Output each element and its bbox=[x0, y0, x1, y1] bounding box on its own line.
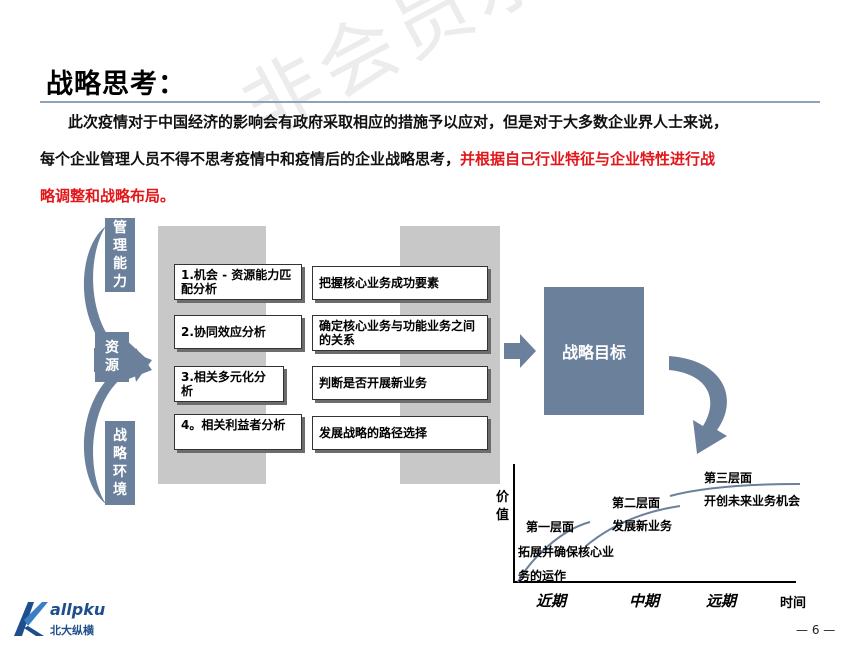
level-2-name: 第二层面 bbox=[612, 496, 661, 510]
paragraph-line-1: 此次疫情对于中国经济的影响会有政府采取相应的措施予以应对，但是对于大多数企业界人… bbox=[68, 113, 729, 131]
level-3-desc: 开创未来业务机会 bbox=[704, 494, 801, 508]
watermark: 非会员水印 bbox=[228, 0, 642, 156]
step-4-label: 4。相关利益者分析 bbox=[174, 414, 302, 450]
x-tick-mid: 中期 bbox=[629, 592, 660, 610]
strategy-goal-box: 战略目标 bbox=[544, 287, 644, 415]
title-divider bbox=[40, 101, 820, 103]
y-axis-label: 价值 bbox=[496, 490, 510, 523]
step-3-result: 判断是否开展新业务 bbox=[312, 366, 488, 400]
paragraph-line-2-highlight: 并根据自己行业特征与企业特性进行战 bbox=[460, 150, 716, 168]
paragraph-line-3: 略调整和战略布局。 bbox=[40, 187, 176, 205]
paragraph-line-2: 每个企业管理人员不得不思考疫情中和疫情后的企业战略思考，并根据自己行业特征与企业… bbox=[40, 148, 715, 169]
level-3-name: 第三层面 bbox=[704, 471, 753, 485]
level-2-desc: 发展新业务 bbox=[612, 519, 673, 533]
label-strategic-environment-text: 战略环境 bbox=[113, 428, 127, 498]
paragraph-line-2-text: 每个企业管理人员不得不思考疫情中和疫情后的企业战略思考， bbox=[40, 150, 461, 168]
level-1-name: 第一层面 bbox=[526, 520, 575, 534]
x-axis-label: 时间 bbox=[780, 596, 807, 611]
label-management-capability: 管理能力 bbox=[105, 218, 135, 292]
label-resources: 资源 bbox=[95, 332, 129, 382]
level-2-curve bbox=[585, 505, 681, 547]
level-1-curve bbox=[517, 521, 591, 583]
label-resources-text: 资源 bbox=[105, 340, 119, 374]
label-strategic-environment: 战略环境 bbox=[105, 421, 135, 505]
value-chart bbox=[513, 464, 801, 583]
logo-icon bbox=[14, 602, 48, 636]
curved-arrow-shape bbox=[669, 356, 727, 454]
arrow-shape bbox=[504, 334, 536, 368]
step-2-result: 确定核心业务与功能业务之间的关系 bbox=[312, 315, 488, 351]
level-3-curve bbox=[669, 483, 801, 497]
level-1-desc: 拓展并确保核心业务的运作 bbox=[518, 545, 615, 583]
label-management-capability-text: 管理能力 bbox=[113, 220, 127, 290]
chart-axes bbox=[513, 464, 796, 583]
step-3-label: 3.相关多元化分析 bbox=[174, 366, 284, 402]
step-1-label: 1.机会 - 资源能力匹配分析 bbox=[174, 264, 302, 300]
curved-down-arrow bbox=[669, 356, 727, 454]
logo-brand: allpku bbox=[50, 600, 106, 619]
page-title: 战略思考： bbox=[46, 69, 186, 100]
page-number: — 6 — bbox=[796, 623, 836, 637]
step-2-label: 2.协同效应分析 bbox=[174, 315, 302, 349]
logo-name: 北大纵横 bbox=[50, 624, 94, 637]
x-tick-near: 近期 bbox=[536, 592, 567, 610]
x-tick-far: 远期 bbox=[706, 592, 737, 610]
lower-curve-arrow bbox=[83, 350, 152, 504]
right-arrow bbox=[504, 334, 536, 368]
step-4-result: 发展战略的路径选择 bbox=[312, 416, 488, 450]
step-1-result: 把握核心业务成功要素 bbox=[312, 266, 488, 300]
